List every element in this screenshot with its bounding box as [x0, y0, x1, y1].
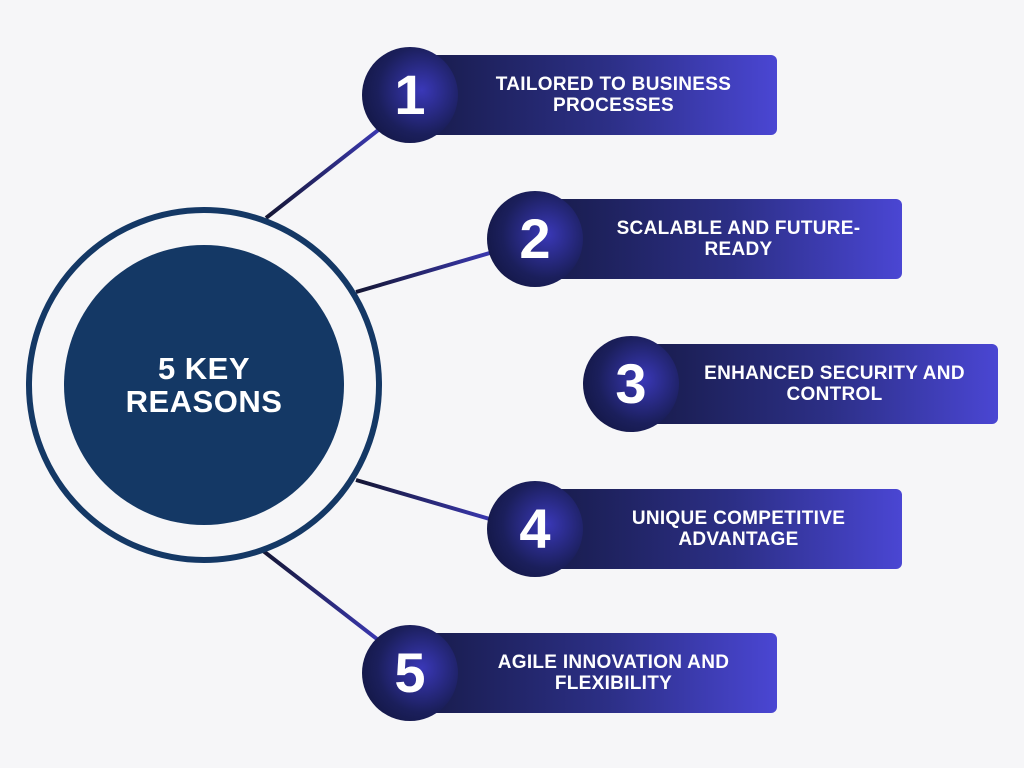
connector-line-2: [355, 248, 501, 294]
reason-number: 2: [519, 207, 551, 270]
reason-bar: UNIQUE COMPETITIVE ADVANTAGE: [527, 489, 902, 569]
reason-bar: SCALABLE AND FUTURE-READY: [527, 199, 902, 279]
number-badge: 5: [362, 625, 458, 721]
reason-text: AGILE INNOVATION AND FLEXIBILITY: [497, 652, 730, 694]
reason-number: 1: [394, 63, 426, 126]
number-badge: 2: [487, 191, 583, 287]
reason-text: TAILORED TO BUSINESS PROCESSES: [495, 74, 732, 116]
hub-circle: 5 KEY REASONS: [64, 245, 344, 525]
hub-title: 5 KEY REASONS: [125, 351, 283, 419]
reason-bar: AGILE INNOVATION AND FLEXIBILITY: [402, 633, 777, 713]
reason-bar: TAILORED TO BUSINESS PROCESSES: [402, 55, 777, 135]
number-badge: 1: [362, 47, 458, 143]
number-badge: 3: [583, 336, 679, 432]
connector-line-4: [355, 478, 501, 524]
reason-number: 5: [394, 641, 426, 704]
connector-line-1: [264, 122, 388, 220]
reason-number: 4: [519, 497, 551, 560]
reason-text: ENHANCED SECURITY AND CONTROL: [704, 363, 965, 405]
reason-text: SCALABLE AND FUTURE-READY: [616, 218, 861, 260]
number-badge: 4: [487, 481, 583, 577]
connector-line-5: [260, 548, 388, 648]
reason-bar: ENHANCED SECURITY AND CONTROL: [623, 344, 998, 424]
reason-text: UNIQUE COMPETITIVE ADVANTAGE: [631, 508, 846, 550]
reason-number: 3: [615, 352, 647, 415]
